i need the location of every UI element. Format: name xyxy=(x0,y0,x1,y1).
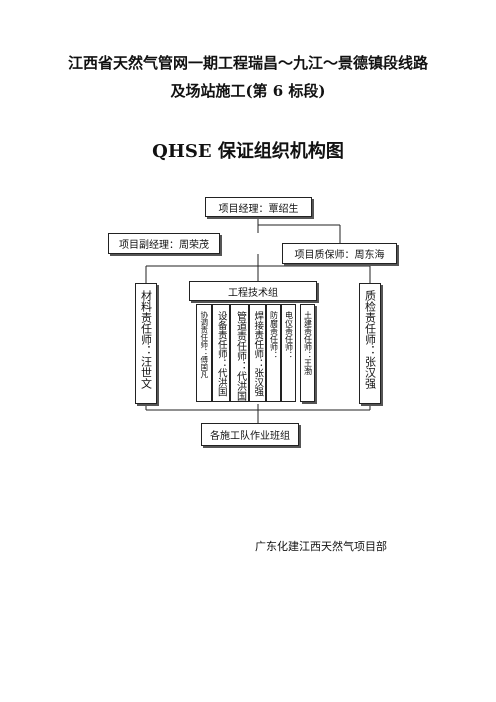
tech-member-equipment: 设备责任师：代洪国 xyxy=(212,304,230,402)
tech-member-label: 协调责任师：傅国凡 xyxy=(199,311,209,379)
chart-title: QHSE 保证组织机构图 xyxy=(152,141,344,162)
footer-org-name: 广东化建江西天然气项目部 xyxy=(255,540,387,553)
tech-member-anticorrosion: 防腐责任师： xyxy=(266,304,281,402)
materials-label: 材料责任师：汪世文 xyxy=(139,290,153,389)
qc-label: 质检责任师：张汉强 xyxy=(363,290,377,389)
tech-group-box: 工程技术组 xyxy=(189,281,317,301)
qc-box: 质检责任师：张汉强 xyxy=(359,283,381,404)
manager-box: 项目经理：覃绍生 xyxy=(205,197,312,217)
tech-member-electrical: 电仪责任师： xyxy=(281,304,296,402)
teams-label: 各施工队作业班组 xyxy=(210,431,290,442)
tech-member-label: 焊接责任师：张汉强 xyxy=(252,311,264,397)
doc-title-line2: 及场站施工(第 6 标段) xyxy=(170,82,326,100)
tech-group-label: 工程技术组 xyxy=(228,287,278,299)
quality-assurance-box: 项目质保师：周东海 xyxy=(282,243,397,264)
tech-member-pipeline: 管道责任师：代洪国 xyxy=(230,304,249,402)
deputy-box: 项目副经理：周荣茂 xyxy=(108,233,220,254)
tech-member-label: 管道责任师：代洪国 xyxy=(234,311,246,401)
tech-member-civil: 土建责任师：王渤 xyxy=(300,304,315,402)
tech-member-label: 设备责任师：代洪国 xyxy=(215,311,227,397)
tech-member-label: 土建责任师：王渤 xyxy=(303,311,313,375)
manager-label: 项目经理：覃绍生 xyxy=(218,203,299,215)
doc-title-line1: 江西省天然气管网一期工程瑞昌～九江～景德镇段线路 xyxy=(67,54,428,72)
quality-assurance-label: 项目质保师：周东海 xyxy=(294,250,385,261)
tech-member-label: 电仪责任师： xyxy=(284,311,294,359)
tech-member-label: 防腐责任师： xyxy=(269,311,279,359)
tech-member-welding: 焊接责任师：张汉强 xyxy=(249,304,266,402)
teams-box: 各施工队作业班组 xyxy=(201,423,299,446)
materials-box: 材料责任师：汪世文 xyxy=(135,283,157,404)
tech-member-coordination: 协调责任师：傅国凡 xyxy=(196,304,212,402)
deputy-label: 项目副经理：周荣茂 xyxy=(119,240,209,251)
